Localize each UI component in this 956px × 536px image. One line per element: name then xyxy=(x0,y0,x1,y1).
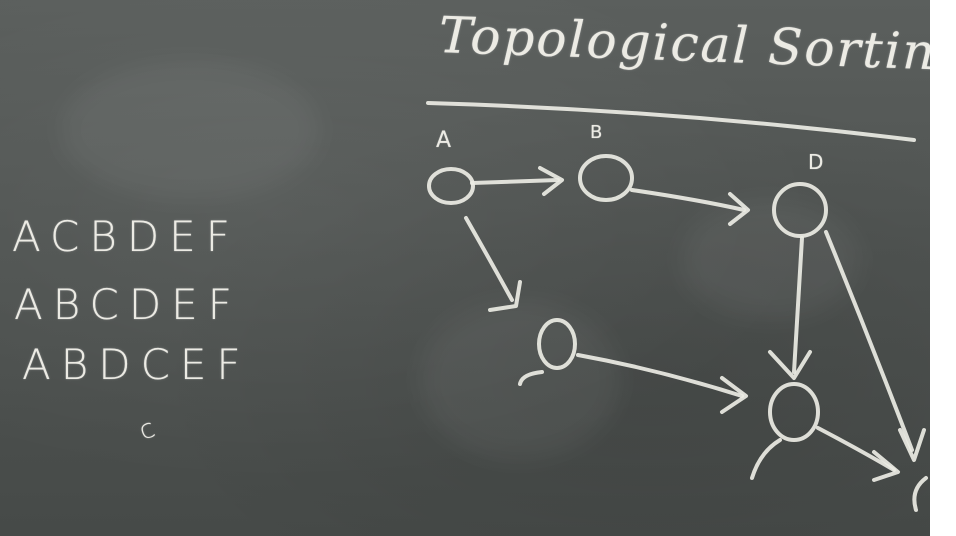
node-label-d: D xyxy=(808,150,824,174)
edge-a-to-b xyxy=(470,178,560,185)
edge-c-stub xyxy=(518,370,544,386)
edge-e-to-f xyxy=(816,426,896,472)
title-underline xyxy=(426,101,916,142)
edge-a-to-c-arrowhead xyxy=(488,280,522,312)
sort-order-line: ACBDEF xyxy=(12,212,240,261)
graph-node-c xyxy=(537,318,577,370)
edge-e-to-f-arrowhead xyxy=(872,450,900,482)
frame-edge xyxy=(930,0,956,536)
graph-node-b xyxy=(578,154,634,202)
sort-order-line: ABCDEF xyxy=(14,280,242,329)
graph-node-f xyxy=(912,476,928,512)
edge-d-to-e-arrowhead xyxy=(768,350,812,380)
edge-d-to-f-arrowhead xyxy=(898,428,926,462)
graph-node-e xyxy=(768,382,820,442)
edge-d-to-f xyxy=(824,230,914,452)
edge-c-to-e-arrowhead xyxy=(720,376,748,414)
sort-order-line: ABDCEF xyxy=(22,340,251,389)
edge-b-to-d-arrowhead xyxy=(728,192,750,226)
edge-b-to-d xyxy=(630,188,746,212)
node-label-b: B xyxy=(590,122,603,143)
chalk-smudge xyxy=(60,60,320,200)
dependency-graph xyxy=(426,101,928,512)
edge-c-to-e xyxy=(576,353,744,398)
edge-a-to-c xyxy=(464,216,514,302)
blackboard: Topological Sorting xyxy=(0,0,930,536)
graph-node-a xyxy=(427,167,475,205)
chalk-smudge xyxy=(680,200,860,320)
graph-node-d xyxy=(772,182,828,238)
edge-d-to-e xyxy=(792,236,804,374)
node-label-a: A xyxy=(436,128,452,153)
edge-e-stub xyxy=(750,438,782,480)
edge-a-to-b-arrowhead xyxy=(538,166,564,196)
